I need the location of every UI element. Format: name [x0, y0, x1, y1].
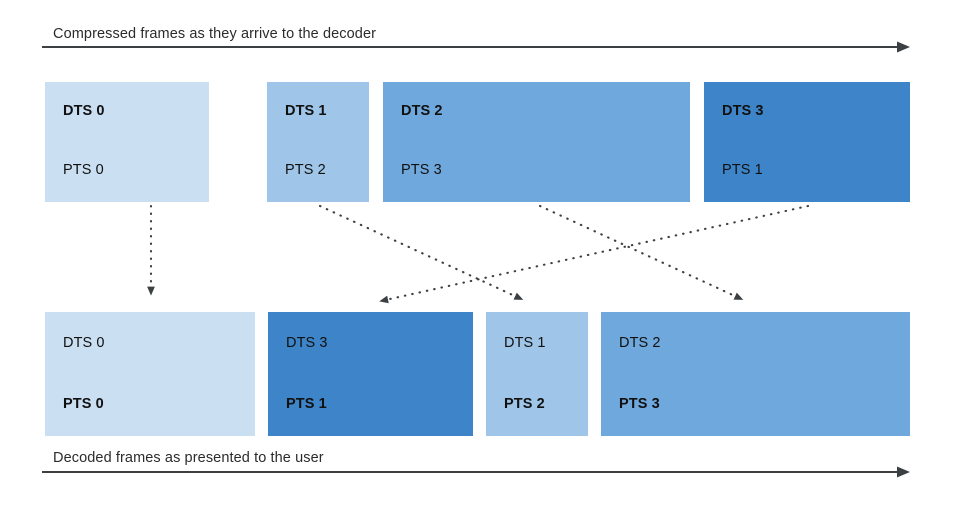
top-timeline-arrow: [42, 41, 910, 53]
bottom-caption: Decoded frames as presented to the user: [53, 450, 324, 466]
compressed-frame-3-dts-label: DTS 3: [722, 103, 764, 119]
decoded-frame-2-dts-label: DTS 1: [504, 335, 546, 351]
mapping-arrow-dts3-to-pts1: [379, 204, 810, 304]
decoded-frame-0-pts-label: PTS 0: [63, 396, 104, 412]
compressed-frame-0-dts-label: DTS 0: [63, 103, 105, 119]
decoded-frame-0: DTS 0 PTS 0: [45, 312, 255, 436]
decoded-frame-2-pts-label: PTS 2: [504, 396, 545, 412]
decoded-frame-3-dts-label: DTS 2: [619, 335, 661, 351]
bottom-timeline-arrow: [42, 466, 910, 478]
top-caption: Compressed frames as they arrive to the …: [53, 26, 377, 42]
compressed-frame-1-pts-label: PTS 2: [285, 162, 326, 178]
mapping-arrow-dts2-to-pts3: [538, 204, 744, 301]
compressed-frame-3-pts-label: PTS 1: [722, 162, 763, 178]
compressed-frame-1: DTS 1 PTS 2: [267, 82, 369, 202]
compressed-frame-1-dts-label: DTS 1: [285, 103, 327, 119]
decoded-frame-0-dts-label: DTS 0: [63, 335, 105, 351]
mapping-arrow-dts1-to-pts2: [318, 204, 524, 301]
compressed-frame-3: DTS 3 PTS 1: [704, 82, 910, 202]
decoded-frame-1-dts-label: DTS 3: [286, 335, 328, 351]
decoded-frame-3-pts-label: PTS 3: [619, 396, 660, 412]
compressed-frame-0: DTS 0 PTS 0: [45, 82, 209, 202]
decoded-frame-1: DTS 3 PTS 1: [268, 312, 473, 436]
decoded-frame-1-pts-label: PTS 1: [286, 396, 327, 412]
decoded-frame-3: DTS 2 PTS 3: [601, 312, 910, 436]
compressed-frame-2-pts-label: PTS 3: [401, 162, 442, 178]
compressed-frame-2-dts-label: DTS 2: [401, 103, 443, 119]
compressed-frame-0-pts-label: PTS 0: [63, 162, 104, 178]
decoded-frame-2: DTS 1 PTS 2: [486, 312, 588, 436]
compressed-frame-2: DTS 2 PTS 3: [383, 82, 690, 202]
